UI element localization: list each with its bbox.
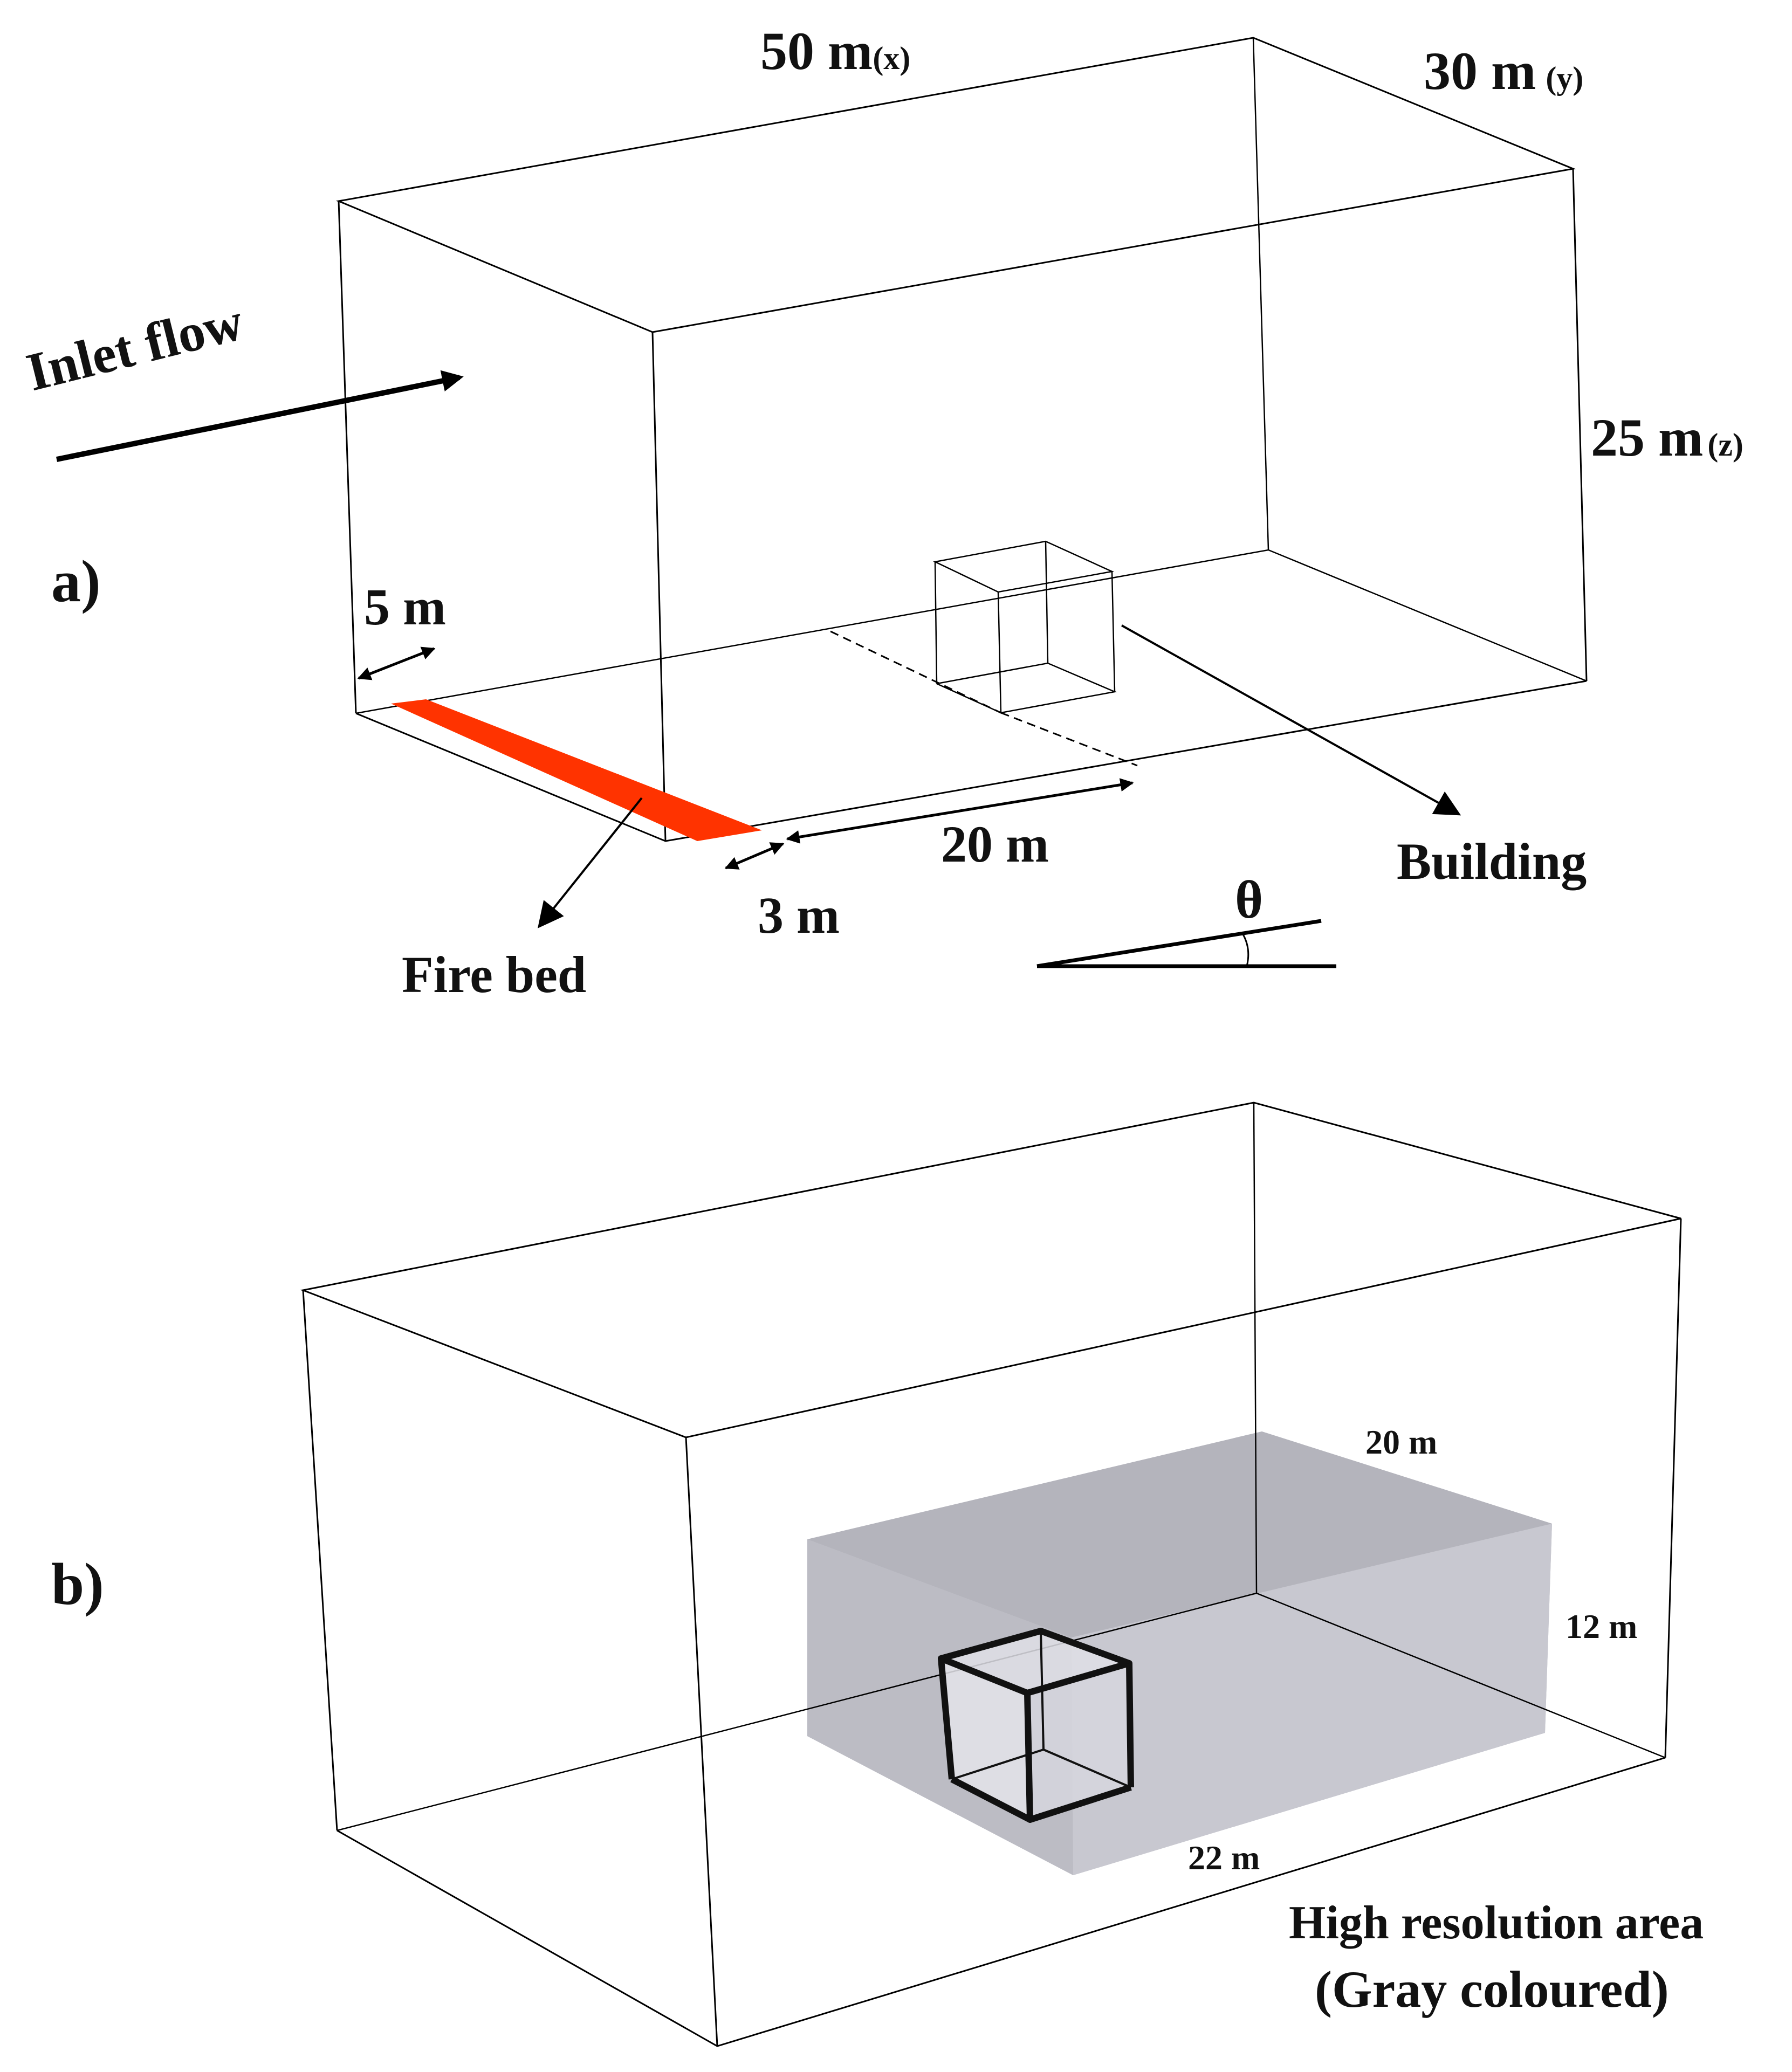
dim-5m-label: 5 m <box>364 578 446 636</box>
domain-b-bottom-front <box>337 1757 1666 2047</box>
domain-box-b <box>300 1102 1682 2047</box>
fire-bed <box>391 699 762 841</box>
domain-b-edge-back-right <box>1253 1102 1258 1594</box>
panel-b: 20 m 12 m 22 m High resolution area (Gra… <box>51 1102 1704 2047</box>
region-width-label: 20 m <box>1365 1423 1437 1461</box>
domain-top-face <box>335 37 1576 333</box>
region-height-label: 12 m <box>1566 1607 1637 1646</box>
building-leader <box>1121 624 1461 816</box>
caption-line1: High resolution area <box>1289 1897 1704 1949</box>
high-resolution-region <box>807 1431 1552 1875</box>
domain-b-edge-front-right <box>1664 1218 1682 1758</box>
building-a <box>932 540 1117 714</box>
dim-3m-label: 3 m <box>758 886 840 944</box>
dim-50m-label: 50 m(x) <box>760 21 910 81</box>
panel-a: Inlet flow 5 m 3 m 20 m Fire bed Buildin… <box>20 21 1743 1003</box>
domain-b-top-face <box>300 1102 1681 1438</box>
panel-b-label: b) <box>51 1551 104 1617</box>
domain-b-edge-back-left <box>302 1290 338 1831</box>
dim-25m-label: 25 m(z) <box>1591 408 1743 467</box>
domain-edge-front-right <box>1572 168 1588 682</box>
region-length-label: 22 m <box>1188 1839 1260 1877</box>
dim-5m-arrow <box>357 646 436 680</box>
inlet-arrow <box>56 370 464 462</box>
domain-edge-front-left <box>651 332 667 842</box>
firebed-leader <box>538 797 643 928</box>
theta-symbol: θ <box>1235 870 1263 930</box>
domain-box-a <box>335 37 1588 842</box>
domain-bottom-back <box>355 549 1587 714</box>
panel-a-label: a) <box>51 548 101 614</box>
domain-edge-back-right <box>1252 37 1269 550</box>
inlet-label: Inlet flow <box>20 291 249 402</box>
building-b <box>938 1628 1134 1823</box>
firebed-label: Fire bed <box>402 946 586 1003</box>
domain-b-edge-front-left <box>685 1437 718 2047</box>
dim-20m-arrow <box>786 778 1134 844</box>
dim-30m-label: 30 m(y) <box>1424 41 1583 101</box>
domain-b-bottom-back <box>337 1592 1666 1832</box>
dim-3m-arrow <box>724 842 785 870</box>
building-label: Building <box>1397 832 1587 890</box>
guide-dash-2 <box>1000 712 1138 767</box>
caption-line2: (Gray coloured) <box>1315 1960 1669 2018</box>
slope-angle-indicator: θ <box>1036 870 1336 968</box>
guide-dash-1 <box>830 630 1001 714</box>
dim-20m-label: 20 m <box>941 815 1049 873</box>
domain-edge-back-left <box>338 201 357 714</box>
domain-bottom-front <box>355 680 1587 842</box>
